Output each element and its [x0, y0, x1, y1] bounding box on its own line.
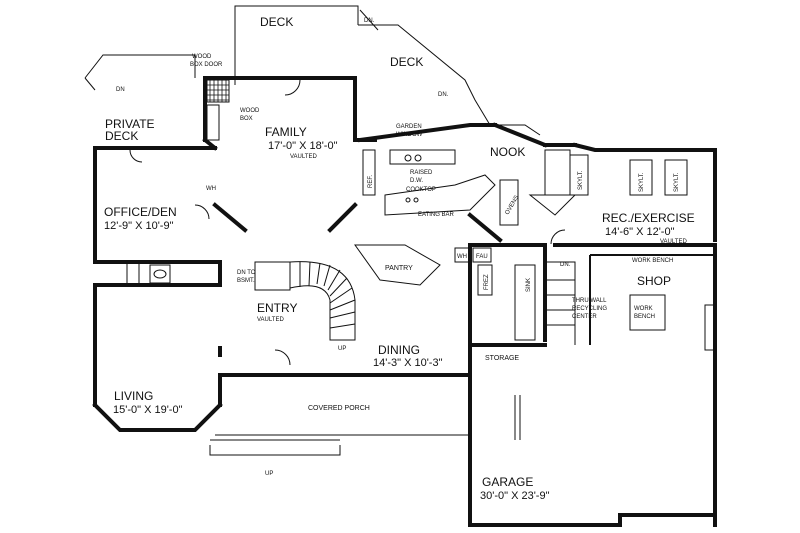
label-private-deck-1: PRIVATE	[105, 117, 155, 131]
kitchen	[354, 149, 519, 286]
label-private-deck-2: DECK	[105, 129, 138, 143]
deck-outlines	[84, 5, 541, 136]
note-recycling-1: THRU WALL	[572, 298, 607, 304]
note-raised-dw-1: RAISED	[410, 170, 433, 176]
note-dn-bsmt-2: BSMT.	[237, 278, 255, 284]
label-porch: COVERED PORCH	[308, 405, 370, 412]
label-entry: ENTRY	[257, 301, 297, 315]
label-living: LIVING	[114, 389, 153, 403]
note-eating-bar: EATING BAR	[418, 212, 455, 218]
note-dn-top: DN.	[364, 18, 375, 24]
label-family-note: VAULTED	[290, 154, 317, 160]
label-rec-dim: 14'-6" X 12'-0"	[605, 226, 675, 238]
label-rec-note: VAULTED	[660, 239, 687, 245]
labels: DECK DECK PRIVATE DECK FAMILY 17'-0" X 1…	[104, 15, 695, 502]
note-fau: FAU	[476, 254, 488, 260]
label-dining-dim: 14'-3" X 10'-3"	[373, 357, 443, 369]
label-deck-top: DECK	[260, 15, 293, 29]
label-rec: REC./EXERCISE	[602, 211, 695, 225]
note-wh2: WH	[457, 254, 467, 260]
label-storage: STORAGE	[485, 355, 519, 362]
label-office: OFFICE/DEN	[104, 205, 177, 219]
stair	[254, 261, 356, 341]
note-wood-box-door-1: WOOD	[192, 54, 212, 60]
note-dn-deck: DN.	[438, 92, 449, 98]
note-up-stair: UP	[338, 346, 346, 352]
rec-details	[528, 149, 688, 216]
note-dn-bsmt-1: DN TO	[237, 270, 256, 276]
bath	[126, 261, 171, 286]
label-family: FAMILY	[265, 125, 307, 139]
note-work-bench-1: WORK	[634, 306, 653, 312]
label-pantry: PANTRY	[385, 265, 413, 272]
note-skylt-2: SKYLT.	[639, 172, 645, 192]
note-wood-box-1: WOOD	[240, 108, 260, 114]
note-garden-window-1: GARDEN	[396, 124, 422, 130]
label-garage-dim: 30'-0" X 23'-9"	[480, 490, 550, 502]
label-nook: NOOK	[490, 145, 525, 159]
note-cooktop: COOKTOP	[406, 187, 436, 193]
doors	[129, 79, 566, 366]
note-sink: SINK	[526, 278, 532, 292]
label-dining: DINING	[378, 343, 420, 357]
note-work-bench-top: WORK BENCH	[632, 258, 673, 264]
label-deck-right: DECK	[390, 55, 423, 69]
note-garden-window-2: WINDOW	[396, 132, 423, 138]
note-frez: FREZ	[484, 274, 490, 290]
note-dn-private: DN	[116, 87, 125, 93]
note-raised-dw-2: D.W.	[410, 178, 423, 184]
notes: DN. DN. DN WOOD BOX DOOR WOOD BOX GARDEN…	[116, 18, 680, 477]
note-wood-box-2: BOX	[240, 116, 253, 122]
note-skylt-3: SKYLT.	[674, 172, 680, 192]
note-recycling-3: CENTER	[572, 314, 597, 320]
label-living-dim: 15'-0" X 19'-0"	[113, 404, 183, 416]
note-skylt-1: SKYLT.	[578, 170, 584, 190]
label-office-dim: 12'-9" X 10'-9"	[104, 220, 174, 232]
note-wh: WH	[206, 186, 216, 192]
service	[454, 247, 716, 351]
note-up-porch: UP	[265, 471, 273, 477]
note-work-bench-2: BENCH	[634, 314, 655, 320]
label-garage: GARAGE	[482, 475, 533, 489]
note-wood-box-door-2: BOX DOOR	[190, 62, 223, 68]
fireplace	[206, 79, 230, 141]
porch	[209, 395, 521, 456]
note-dn-garage: DN.	[560, 262, 571, 268]
label-entry-note: VAULTED	[257, 317, 284, 323]
label-family-dim: 17'-0" X 18'-0"	[268, 140, 338, 152]
note-ref: REF.	[368, 175, 374, 188]
label-shop: SHOP	[637, 274, 671, 288]
walls	[92, 76, 717, 527]
note-recycling-2: RECYCLING	[572, 306, 607, 312]
